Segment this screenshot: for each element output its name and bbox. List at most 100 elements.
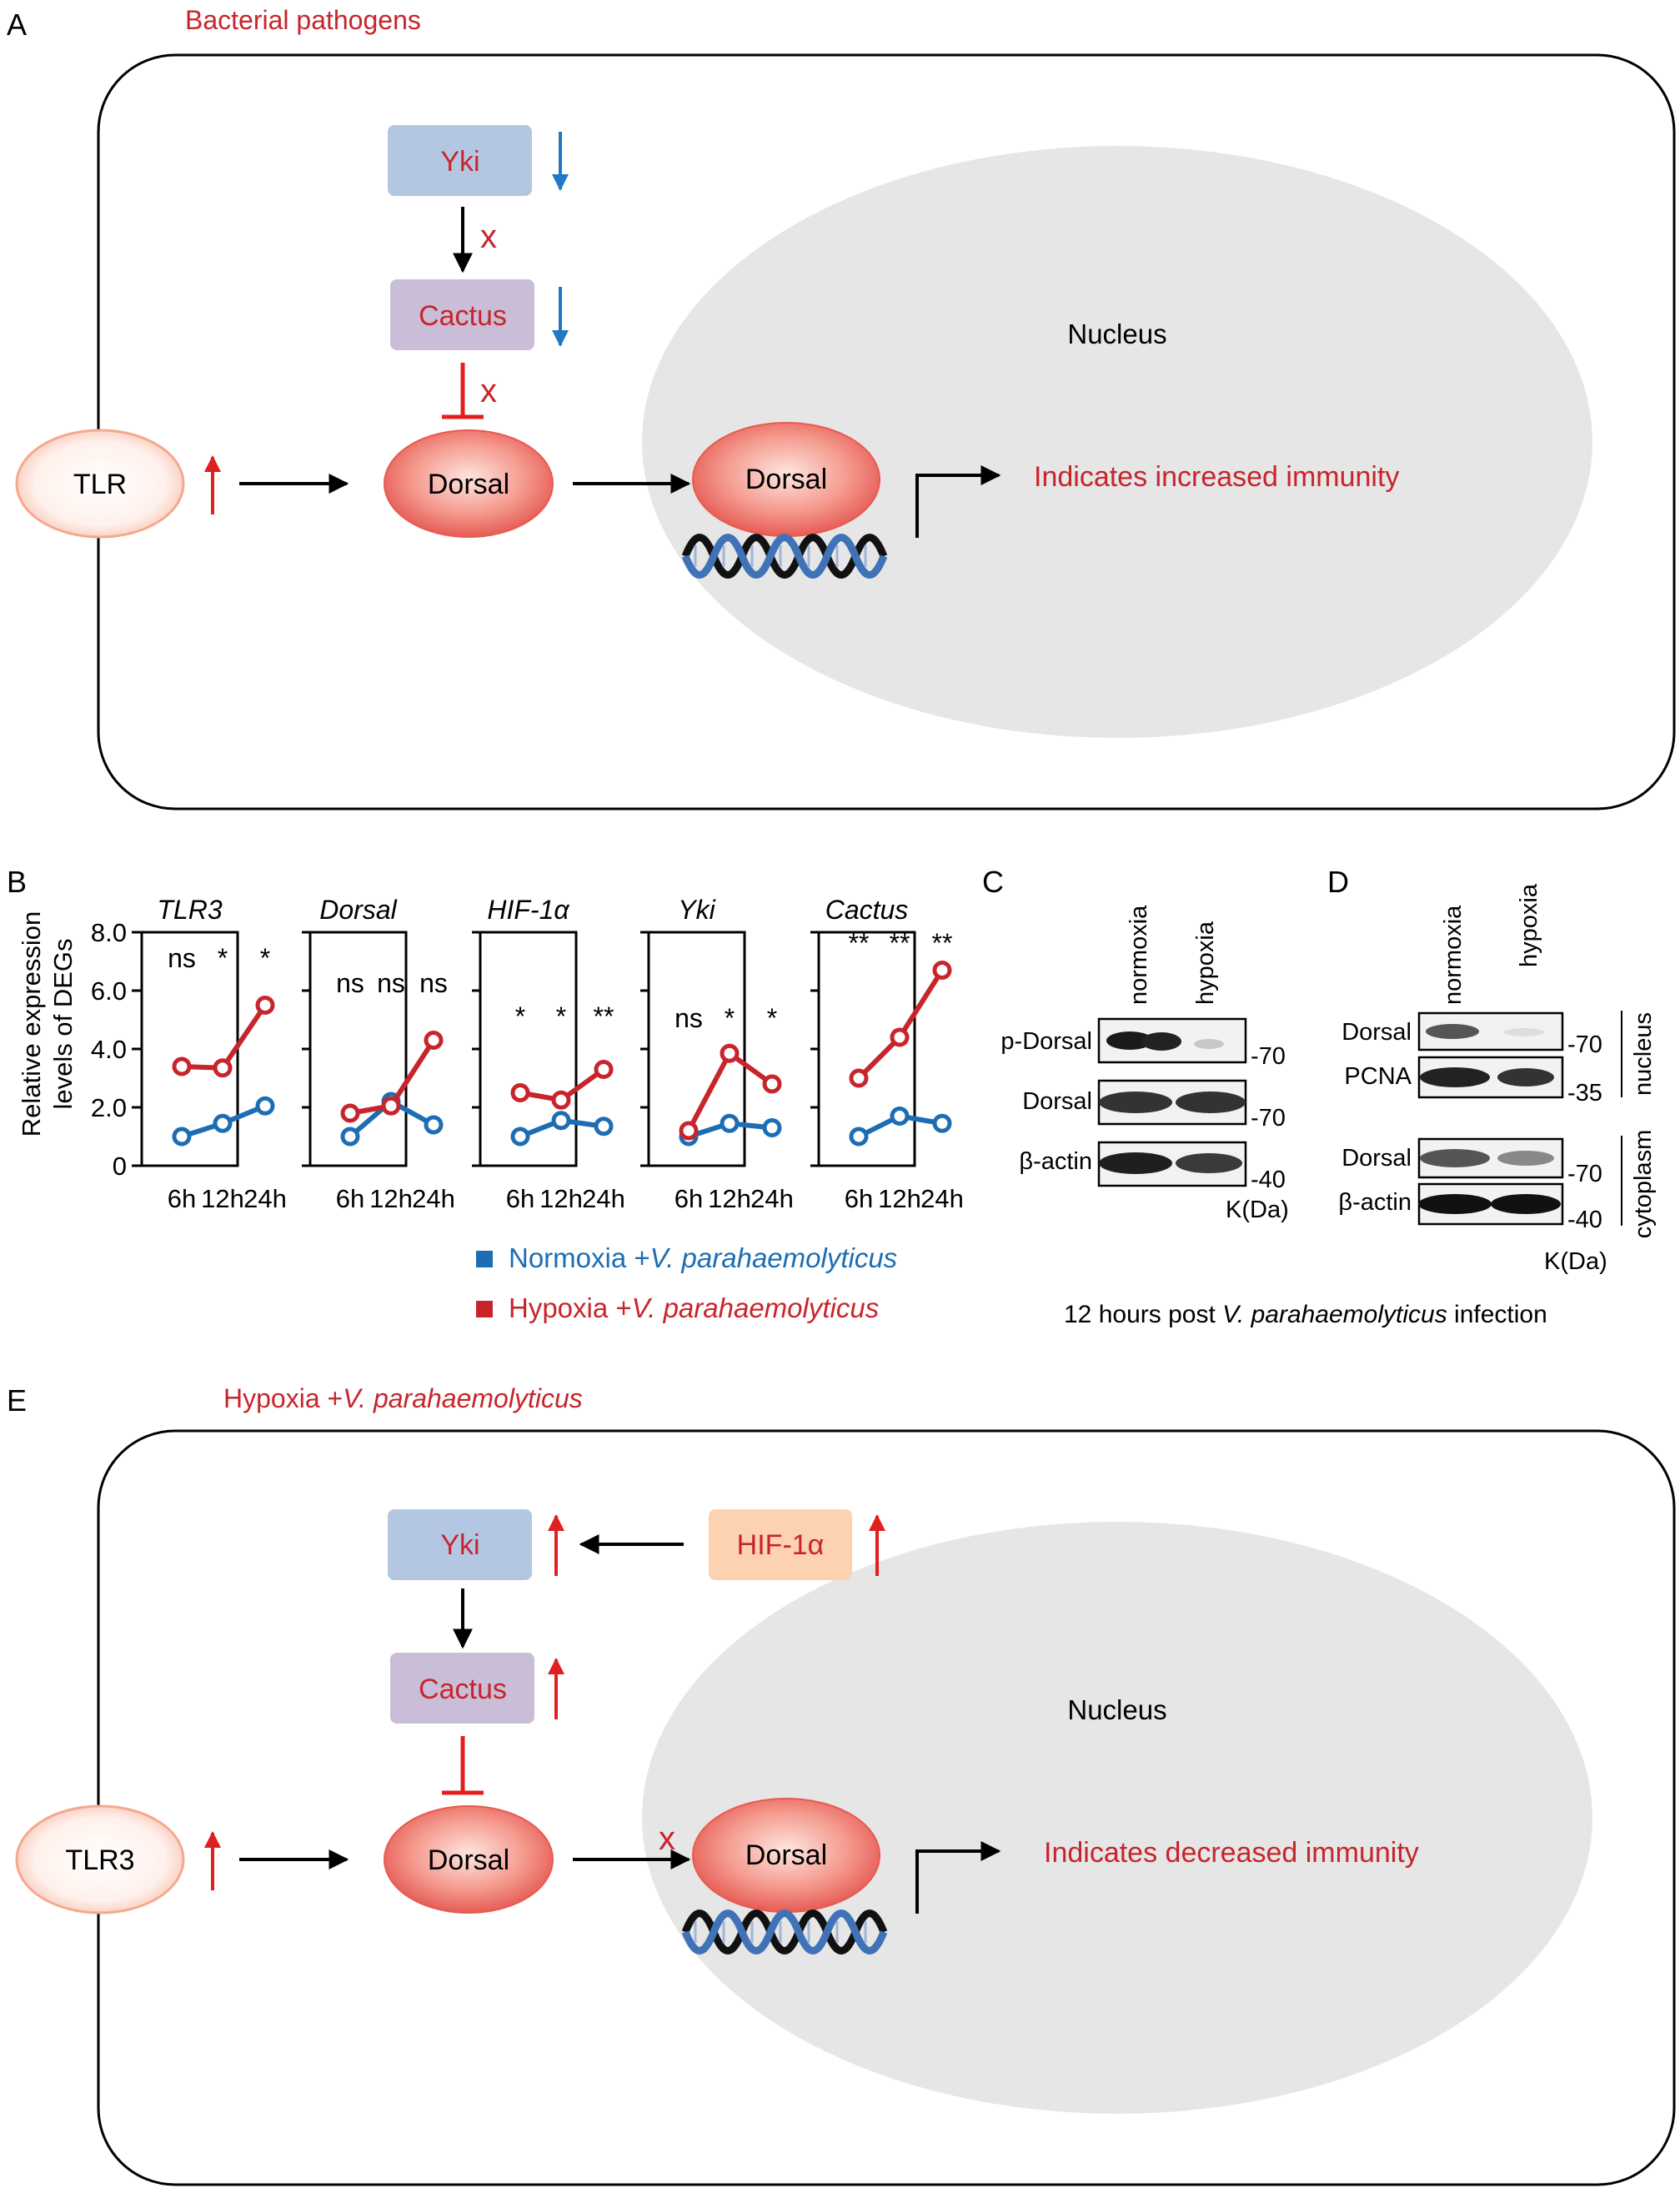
- subplot-title: TLR3: [157, 895, 222, 925]
- outcome-a: Indicates increased immunity: [1034, 461, 1399, 493]
- y-tick-label: 4.0: [91, 1035, 127, 1064]
- subplot-title: Dorsal: [319, 895, 397, 925]
- subplot-title: Cactus: [825, 895, 909, 925]
- x-tick-label: 12h: [878, 1184, 921, 1213]
- dorsal-cyto-label-e: Dorsal: [428, 1844, 509, 1876]
- inhibit-mark-1: x: [480, 218, 497, 255]
- band: [1099, 1091, 1172, 1113]
- data-point-normoxia: [890, 1107, 910, 1126]
- yki-box-a: [388, 125, 532, 196]
- dorsal-cyto-label-a: Dorsal: [428, 469, 509, 500]
- significance-label: *: [556, 1001, 566, 1031]
- panel-b: B Relative expression levels of DEGs 02.…: [7, 865, 964, 1323]
- band: [1491, 1194, 1561, 1214]
- data-point-normoxia: [849, 1127, 869, 1147]
- band: [1497, 1151, 1554, 1166]
- subplot-frame: [479, 931, 578, 1167]
- data-point-hypoxia: [679, 1121, 699, 1141]
- band: [1176, 1091, 1246, 1113]
- significance-label: *: [767, 1003, 777, 1033]
- data-point-normoxia: [932, 1113, 952, 1133]
- data-point-normoxia: [213, 1113, 233, 1133]
- dorsal-nuc-label-e: Dorsal: [745, 1839, 827, 1871]
- significance-label: ns: [675, 1003, 703, 1033]
- data-point-normoxia: [340, 1127, 360, 1147]
- significance-label: ns: [419, 968, 448, 998]
- x-tick-label: 24h: [243, 1184, 287, 1213]
- x-tick-label: 12h: [369, 1184, 413, 1213]
- lane-hypoxia-d: hypoxia: [1516, 883, 1542, 967]
- legend-normoxia: Normoxia +V. parahaemolyticus: [509, 1242, 897, 1273]
- significance-label: ns: [336, 968, 364, 998]
- marker-d-4: -40: [1567, 1207, 1602, 1233]
- panel-d-letter: D: [1327, 865, 1349, 899]
- cactus-label-a: Cactus: [419, 300, 507, 332]
- x-tick-label: 24h: [750, 1184, 794, 1213]
- significance-label: **: [890, 928, 910, 958]
- data-point-hypoxia: [551, 1090, 571, 1110]
- panel-b-letter: B: [7, 865, 27, 899]
- panel-e-letter: E: [7, 1383, 27, 1418]
- yki-box-e: [388, 1509, 532, 1580]
- marker-d-3: -70: [1567, 1161, 1602, 1187]
- nucleus-label-a: Nucleus: [1067, 319, 1166, 349]
- significance-label: **: [849, 928, 870, 958]
- panel-d: D normoxia hypoxia Dorsal -70 PCNA -35 n…: [1327, 865, 1657, 1275]
- data-point-normoxia: [255, 1096, 275, 1116]
- dorsal-cyto-e: [384, 1805, 554, 1914]
- data-point-hypoxia: [510, 1083, 530, 1102]
- band: [1504, 1028, 1544, 1036]
- legend-swatch-normoxia: [476, 1251, 493, 1267]
- data-point-hypoxia: [381, 1096, 401, 1116]
- data-point-normoxia: [424, 1115, 444, 1135]
- legend-hypoxia: Hypoxia +V. parahaemolyticus: [509, 1292, 879, 1323]
- data-point-normoxia: [762, 1118, 782, 1137]
- significance-label: *: [515, 1001, 525, 1031]
- lane-normoxia-d: normoxia: [1440, 905, 1467, 1005]
- subplot-title: Yki: [678, 895, 715, 925]
- tlr-label-e: TLR3: [65, 1844, 134, 1876]
- data-point-normoxia: [172, 1127, 192, 1147]
- x-tick-label: 24h: [582, 1184, 625, 1213]
- significance-label: **: [932, 928, 953, 958]
- marker-d-2: -35: [1567, 1080, 1602, 1107]
- data-point-normoxia: [720, 1113, 740, 1133]
- kda-unit-c: K(Da): [1226, 1197, 1289, 1223]
- hif-box-e: [709, 1509, 852, 1580]
- inhibit-mark-2: x: [480, 373, 497, 409]
- marker-c-2: -70: [1251, 1105, 1286, 1132]
- data-point-hypoxia: [849, 1068, 869, 1088]
- dorsal-nuc-label-a: Dorsal: [745, 464, 827, 495]
- data-point-hypoxia: [424, 1031, 444, 1050]
- significance-label: ns: [377, 968, 405, 998]
- data-point-hypoxia: [720, 1043, 740, 1063]
- hif-label-e: HIF-1α: [737, 1529, 825, 1561]
- lane-hypoxia-c: hypoxia: [1192, 921, 1219, 1005]
- lane-normoxia-c: normoxia: [1126, 905, 1152, 1005]
- band: [1099, 1152, 1172, 1174]
- panel-c-letter: C: [982, 865, 1004, 899]
- band: [1106, 1031, 1153, 1050]
- cactus-box-a: [390, 279, 534, 350]
- outcome-e: Indicates decreased immunity: [1044, 1837, 1419, 1869]
- band: [1420, 1149, 1490, 1167]
- x-tick-label: 6h: [168, 1184, 196, 1213]
- legend-swatch-hypoxia: [476, 1301, 493, 1317]
- y-axis-label-2: levels of DEGs: [48, 938, 78, 1109]
- data-point-normoxia: [594, 1117, 614, 1137]
- row-label-dorsal-c: Dorsal: [1022, 1088, 1092, 1115]
- row-label-actin-c: β-actin: [1019, 1148, 1092, 1175]
- nucleus-a: [642, 146, 1592, 738]
- band: [1418, 1194, 1492, 1214]
- y-tick-label: 6.0: [91, 976, 127, 1006]
- row-label-p-dorsal: p-Dorsal: [1000, 1028, 1092, 1055]
- data-point-hypoxia: [340, 1103, 360, 1123]
- band: [1176, 1153, 1242, 1173]
- y-tick-label: 0: [113, 1152, 127, 1181]
- y-tick-label: 2.0: [91, 1093, 127, 1122]
- data-point-hypoxia: [255, 996, 275, 1015]
- significance-label: **: [594, 1001, 614, 1031]
- significance-label: ns: [168, 943, 196, 973]
